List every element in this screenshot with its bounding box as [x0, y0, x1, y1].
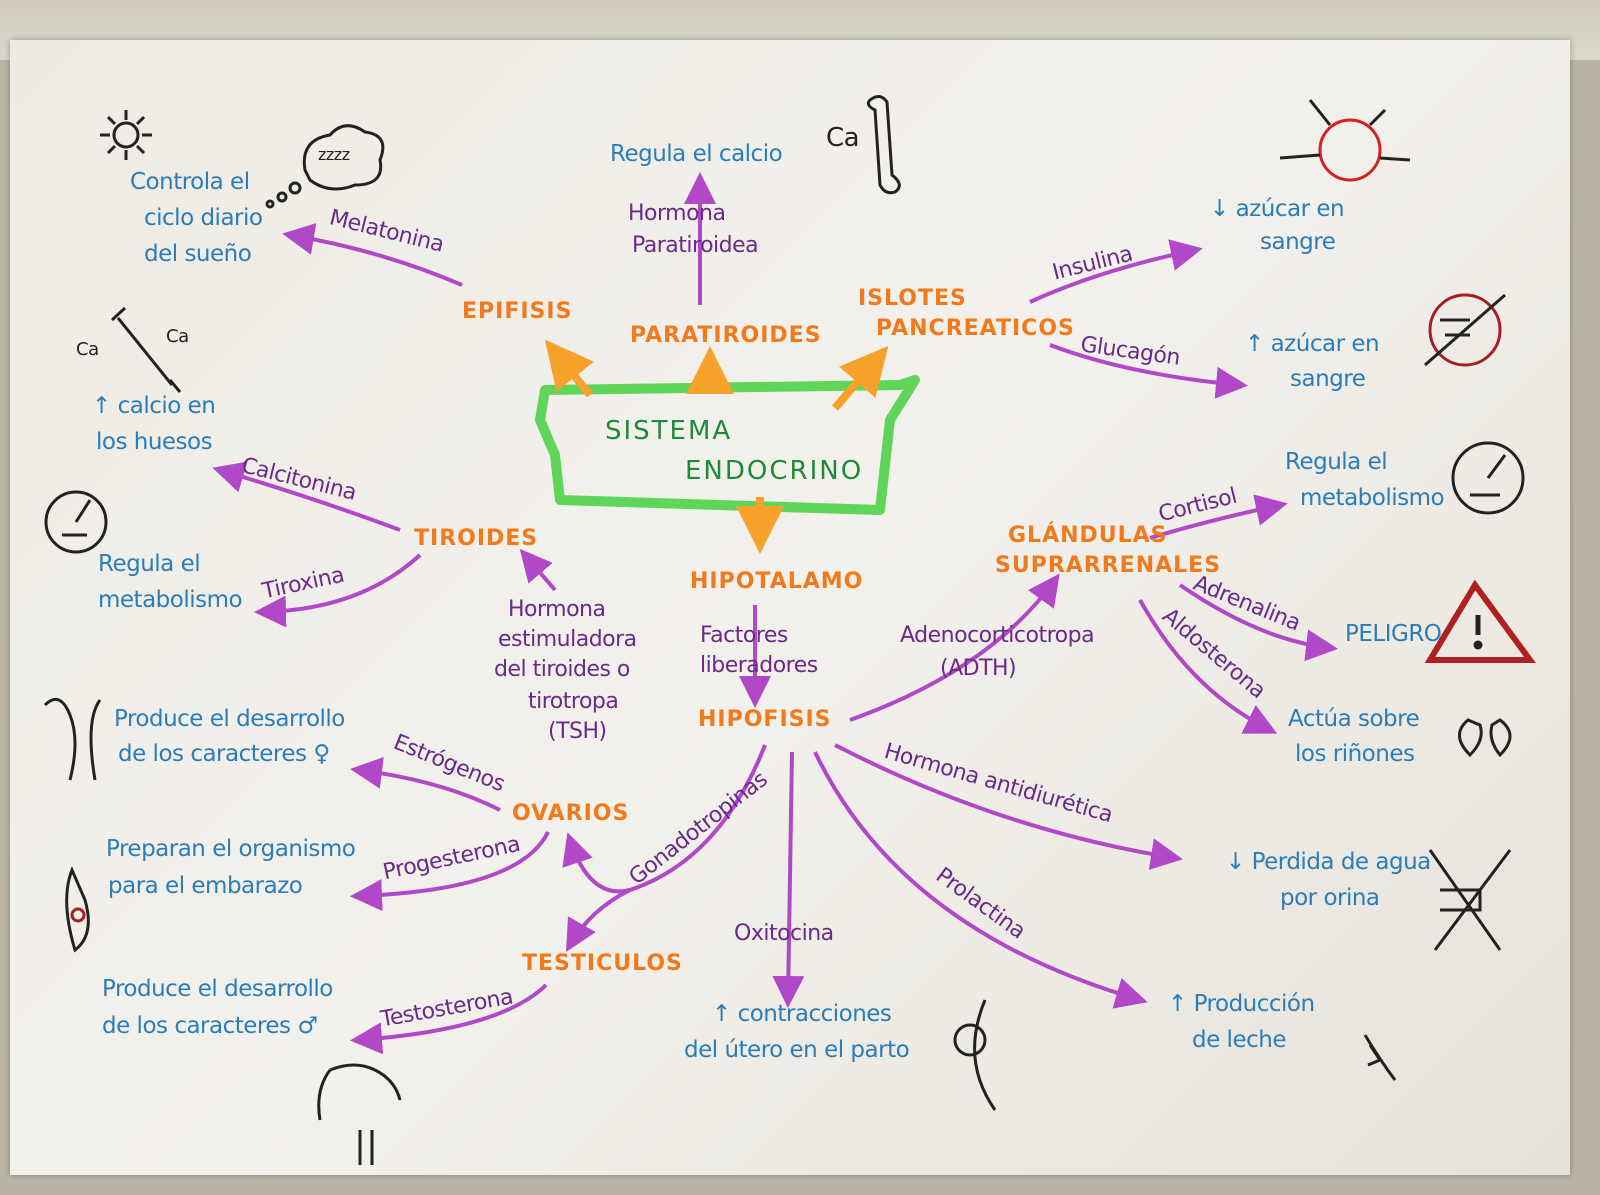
- cell-high-glucose-icon: [1424, 293, 1506, 367]
- hormone-paratiroidea-1: Hormona: [628, 201, 726, 226]
- hormone-factores-2: liberadores: [700, 653, 818, 678]
- effect-peligro: PELIGRO: [1345, 621, 1442, 647]
- effect-sueno-3: del sueño: [144, 241, 252, 267]
- effect-agua-2: por orina: [1280, 885, 1380, 911]
- gland-islotes-2: PANCREATICOS: [876, 316, 1075, 341]
- hormone-factores-1: Factores: [700, 623, 788, 648]
- hormone-tsh-3: del tiroides o: [494, 657, 630, 682]
- gland-paratiroides: PARATIROIDES: [630, 323, 822, 348]
- sun-icon: [100, 110, 152, 160]
- effect-azucar-baja-2: sangre: [1260, 229, 1336, 255]
- bone-calcium-icon: [110, 306, 182, 393]
- gland-suprarrenales-1: GLÁNDULAS: [1008, 523, 1168, 548]
- center-box: [535, 375, 920, 515]
- male-body-icon: [317, 1063, 402, 1165]
- effect-agua-1: ↓ Perdida de agua: [1226, 849, 1431, 875]
- effect-metabolismo-left-2: metabolismo: [98, 587, 243, 613]
- kidneys-icon: [1458, 718, 1512, 758]
- effect-metabolismo-right-2: metabolismo: [1300, 485, 1445, 511]
- effect-huesos-2: los huesos: [96, 429, 213, 455]
- breast-icon: [1363, 1034, 1397, 1081]
- gland-islotes-1: ISLOTES: [858, 286, 967, 311]
- effect-embarazo-1: Preparan el organismo: [106, 836, 356, 862]
- bone-icon: [866, 95, 901, 195]
- gauge-icon: [44, 490, 108, 554]
- pregnant-uterus-icon: [953, 999, 997, 1111]
- effect-rinones-1: Actúa sobre: [1288, 706, 1420, 732]
- gland-tiroides: TIROIDES: [414, 526, 539, 551]
- hormone-tsh-4: tirotropa: [528, 689, 619, 714]
- effect-embarazo-2: para el embarazo: [108, 873, 303, 899]
- thought-cloud-icon: [265, 124, 385, 209]
- gland-ovarios: OVARIOS: [512, 801, 630, 826]
- warning-icon: [1424, 579, 1536, 663]
- calcium-symbol-icon-right: Ca: [166, 326, 189, 347]
- no-water-icon: [1428, 849, 1512, 951]
- female-body-icon: [43, 697, 102, 781]
- calcium-symbol-icon: Ca: [826, 123, 860, 153]
- hormone-adth-1: Adenocorticotropa: [900, 623, 1095, 648]
- effect-calcio: Regula el calcio: [610, 141, 783, 167]
- effect-rinones-2: los riñones: [1295, 741, 1415, 767]
- cell-glucose-icon: [1279, 99, 1411, 182]
- calcium-symbol-icon-left: Ca: [76, 339, 99, 360]
- effect-utero-2: del útero en el parto: [684, 1037, 910, 1063]
- gland-testiculos: TESTICULOS: [522, 951, 683, 976]
- effect-azucar-alta-1: ↑ azúcar en: [1245, 331, 1380, 357]
- effect-azucar-baja-1: ↓ azúcar en: [1210, 196, 1345, 222]
- hormone-tsh-1: Hormona: [508, 597, 606, 622]
- hormone-adth-2: (ADTH): [940, 656, 1017, 681]
- gland-hipotalamo: HIPOTALAMO: [690, 569, 864, 594]
- gland-hipofisis: HIPOFISIS: [698, 707, 832, 732]
- effect-metabolismo-left-1: Regula el: [98, 551, 201, 577]
- hormone-paratiroidea-2: Paratiroidea: [632, 233, 759, 258]
- hormone-tsh-5: (TSH): [548, 719, 607, 744]
- effect-femeninos-1: Produce el desarrollo: [114, 706, 345, 732]
- effect-masculinos-1: Produce el desarrollo: [102, 976, 333, 1002]
- center-title-line1: SISTEMA: [605, 416, 733, 446]
- effect-utero-1: ↑ contracciones: [712, 1001, 892, 1027]
- hormone-tsh-2: estimuladora: [498, 627, 637, 652]
- hormone-oxitocina: Oxitocina: [734, 921, 834, 946]
- pregnant-icon: [65, 866, 90, 953]
- effect-femeninos-2: de los caracteres ♀: [118, 741, 330, 767]
- hormone-arrows: [212, 172, 1338, 1055]
- orange-arrows: [544, 339, 889, 554]
- effect-masculinos-2: de los caracteres ♂: [102, 1013, 318, 1039]
- gland-epifisis: EPIFISIS: [462, 299, 573, 324]
- sleep-zzz-icon: zzzz: [318, 145, 350, 164]
- sketch-icons: [43, 95, 1536, 1165]
- effect-huesos-1: ↑ calcio en: [92, 393, 216, 419]
- effect-metabolismo-right-1: Regula el: [1285, 449, 1388, 475]
- effect-leche-2: de leche: [1192, 1027, 1286, 1053]
- effect-leche-1: ↑ Producción: [1168, 991, 1315, 1017]
- gland-suprarrenales-2: SUPRARRENALES: [995, 553, 1222, 578]
- effect-azucar-alta-2: sangre: [1290, 366, 1366, 392]
- center-title-line2: ENDOCRINO: [685, 456, 864, 486]
- gauge-icon-right: [1451, 441, 1525, 515]
- effect-sueno-2: ciclo diario: [144, 205, 263, 231]
- effect-sueno-1: Controla el: [130, 169, 250, 195]
